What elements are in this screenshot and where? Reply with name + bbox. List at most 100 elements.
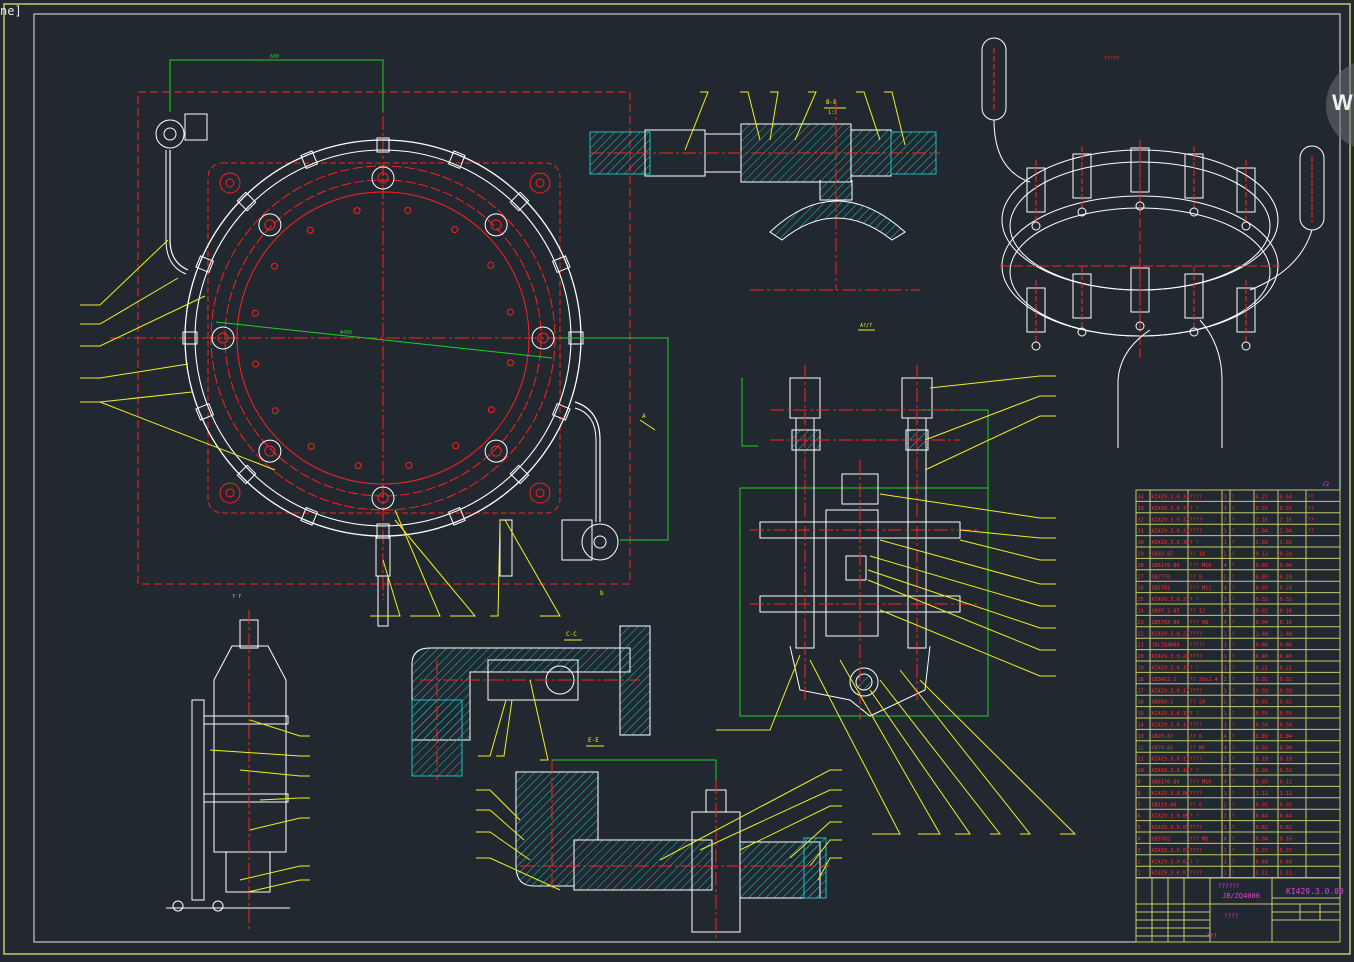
parts-cell: 1 — [1224, 506, 1227, 512]
parts-cell: KI429.3.0.17 — [1152, 688, 1189, 694]
parts-cell: 1 — [1224, 495, 1227, 501]
parts-cell: 0.34 — [1280, 723, 1293, 729]
parts-cell: 1 — [1224, 654, 1227, 660]
title-product: JB/ZQ4000 — [1222, 892, 1260, 900]
view-b-label: b — [600, 590, 604, 597]
parts-cell: 4 — [1224, 780, 1227, 786]
parts-cell: 2.04 — [1280, 529, 1293, 535]
parts-cell: 2.16 — [1280, 517, 1293, 523]
parts-cell: 0.18 — [1256, 757, 1269, 763]
parts-cell: GB5783-86 — [1152, 620, 1180, 626]
parts-cell: ? — [1232, 529, 1235, 535]
parts-cell: 0.66 — [1280, 643, 1293, 649]
parts-cell: 0.02 — [1280, 700, 1293, 706]
parts-cell: ?? 20x2.4 — [1190, 677, 1218, 683]
cc-body — [411, 647, 631, 741]
side-frame-green — [739, 487, 989, 717]
parts-cell: 0.32 — [1256, 597, 1269, 603]
sec-ae-title: A?/? — [860, 323, 872, 329]
leaders-side — [716, 375, 1077, 835]
parts-cell: 26 — [1138, 586, 1144, 592]
leaders-ee — [476, 769, 842, 891]
parts-cell: ? — [1232, 700, 1235, 706]
ring-clamp-4 — [447, 506, 466, 526]
corner-hole-1 — [219, 172, 241, 194]
parts-cell: 0.55 — [1256, 711, 1269, 717]
parts-cell: KI429.3.0.11 — [1152, 757, 1189, 763]
parts-cell: ???? — [1190, 529, 1203, 535]
bottom-nozzle-2 — [499, 519, 513, 577]
parts-cell: 5.11 — [1280, 871, 1293, 877]
parts-cell: ? — [1232, 677, 1235, 683]
sheet-inner-border — [33, 13, 1341, 943]
section-cc-view: C-C — [411, 625, 651, 780]
parts-cell: ?? 6 — [1190, 734, 1203, 740]
parts-cell: 0.01 — [1256, 563, 1269, 569]
parts-cell: 6 — [1138, 814, 1141, 820]
parts-cell: KI429.3.0.14 — [1152, 723, 1189, 729]
bolt-hole-6 — [258, 213, 282, 237]
parts-cell: GB70-85 — [1152, 745, 1174, 751]
parts-cell: 0.12 — [1280, 780, 1293, 786]
flange-plan-view: Φ480 600 A b ? ? — [110, 54, 669, 627]
parts-cell: 17 — [1138, 688, 1144, 694]
parts-cell: 0.16 — [1280, 609, 1293, 615]
small-hole-11 — [306, 226, 314, 234]
parts-cell: ? — [1232, 825, 1235, 831]
ring-clamp-11 — [236, 191, 257, 212]
parts-cell: 0.40 — [1256, 654, 1269, 660]
parts-cell: 32 — [1138, 517, 1144, 523]
parts-cell: 1 — [1224, 597, 1227, 603]
valve-body-top — [155, 119, 185, 149]
parts-cell: ? — [1232, 631, 1235, 637]
bolt-hole-8 — [484, 213, 508, 237]
parts-cell: 1 — [1224, 529, 1227, 535]
leaders-cylinder — [209, 719, 310, 893]
parts-cell: 2.16 — [1256, 517, 1269, 523]
parts-cell: 0.02 — [1280, 677, 1293, 683]
parts-cell: 1.48 — [1280, 631, 1293, 637]
small-hole-5 — [354, 462, 362, 470]
section-bb-view: B-B 1:1 — [589, 99, 940, 291]
small-hole-9 — [251, 309, 259, 317]
title-drawing-no: KI429.3.0.00 — [1286, 887, 1344, 896]
leaders-bb — [684, 91, 906, 151]
parts-cell: KI429.3.0.20 — [1152, 654, 1189, 660]
parts-cell: 16 — [1138, 700, 1144, 706]
parts-cell: ???? — [1190, 631, 1203, 637]
parts-cell: 0.54 — [1280, 495, 1293, 501]
parts-cell: 0.01 — [1256, 802, 1269, 808]
parts-cell: 1.12 — [1280, 791, 1293, 797]
iso-title: ????? — [1104, 56, 1119, 62]
parts-cell: 1.83 — [1280, 540, 1293, 546]
bolt-hole-3 — [371, 486, 395, 510]
parts-cell: 25 — [1138, 597, 1144, 603]
small-hole-2 — [487, 406, 495, 414]
parts-cell: KI429.3.0.06 — [1152, 814, 1189, 820]
parts-cell: 19 — [1138, 666, 1144, 672]
sheet-outer-border — [3, 3, 1351, 955]
parts-cell: ? ? — [1190, 597, 1199, 603]
parts-cell: 0.04 — [1280, 734, 1293, 740]
parts-cell: 2 — [1138, 859, 1141, 865]
parts-cell: 1 — [1224, 791, 1227, 797]
valve-body-bottom — [561, 519, 593, 561]
parts-cell: 0.24 — [1280, 552, 1293, 558]
parts-cell: 1 — [1224, 631, 1227, 637]
parts-cell: 5 — [1138, 825, 1141, 831]
parts-cell: ?? 12 — [1190, 609, 1206, 615]
parts-cell: 0.37 — [1280, 848, 1293, 854]
parts-cell: ? ? — [1190, 540, 1199, 546]
parts-cell: 0.02 — [1256, 609, 1269, 615]
parts-cell: 3 — [1138, 848, 1141, 854]
parts-cell: 0.03 — [1256, 780, 1269, 786]
parts-cell: 0.21 — [1280, 666, 1293, 672]
parts-cell: ? — [1232, 688, 1235, 694]
parts-cell: 1 — [1224, 757, 1227, 763]
parts-cell: ? — [1232, 506, 1235, 512]
parts-cell: 33 — [1138, 506, 1144, 512]
parts-cell: 29 — [1138, 552, 1144, 558]
